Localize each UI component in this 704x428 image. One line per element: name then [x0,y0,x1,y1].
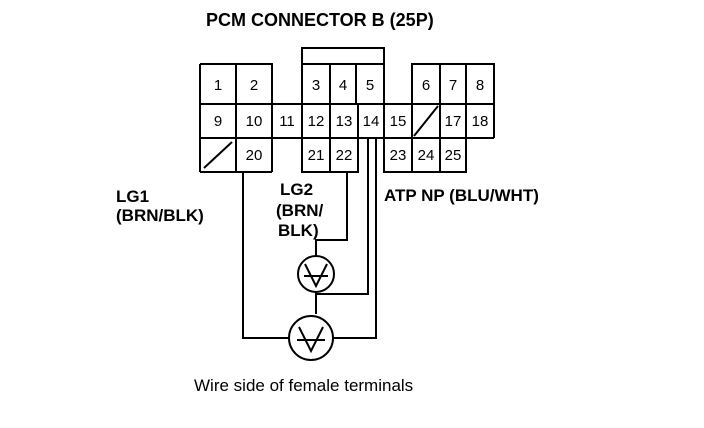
pin-13: 13 [336,113,353,130]
pin-5: 5 [366,77,374,94]
connector-outline [199,47,495,173]
pin-22: 22 [336,147,353,164]
pin-17: 17 [445,113,462,130]
pin-11: 11 [279,113,295,130]
pin-7: 7 [449,77,457,94]
lg2-color-label-2: BLK) [278,221,319,240]
pin-8: 8 [476,77,484,94]
pin-9: 9 [214,113,222,130]
wires [242,138,377,339]
diagram-caption: Wire side of female terminals [194,376,413,395]
pin-10: 10 [246,113,263,130]
pin-2: 2 [250,77,258,94]
pin-15: 15 [390,113,407,130]
voltmeter-icon [288,315,334,361]
pin-6: 6 [422,77,430,94]
voltmeter-icon [297,255,335,293]
pin-18: 18 [472,113,489,130]
unused-pin-slash-left [203,141,233,169]
pin-numbers: 1 2 3 4 5 6 7 8 9 10 11 12 13 14 15 17 1… [214,77,489,164]
pin-12: 12 [308,113,325,130]
unused-pin-slash-right [413,105,439,137]
lg2-color-label-1: (BRN/ [276,201,323,220]
pin-24: 24 [418,147,435,164]
atp-np-label: ATP NP (BLU/WHT) [384,186,539,205]
pin-4: 4 [339,77,347,94]
pin-14: 14 [363,113,380,130]
lg1-label: LG1 [116,187,149,206]
pin-3: 3 [312,77,320,94]
pin-1: 1 [214,77,222,94]
pin-20: 20 [246,147,263,164]
lg1-color-label: (BRN/BLK) [116,206,204,225]
lg2-label: LG2 [280,180,313,199]
pin-21: 21 [308,147,325,164]
pin-23: 23 [390,147,407,164]
diagram-title: PCM CONNECTOR B (25P) [206,10,434,30]
pin-dividers [235,64,467,172]
pin-25: 25 [445,147,462,164]
